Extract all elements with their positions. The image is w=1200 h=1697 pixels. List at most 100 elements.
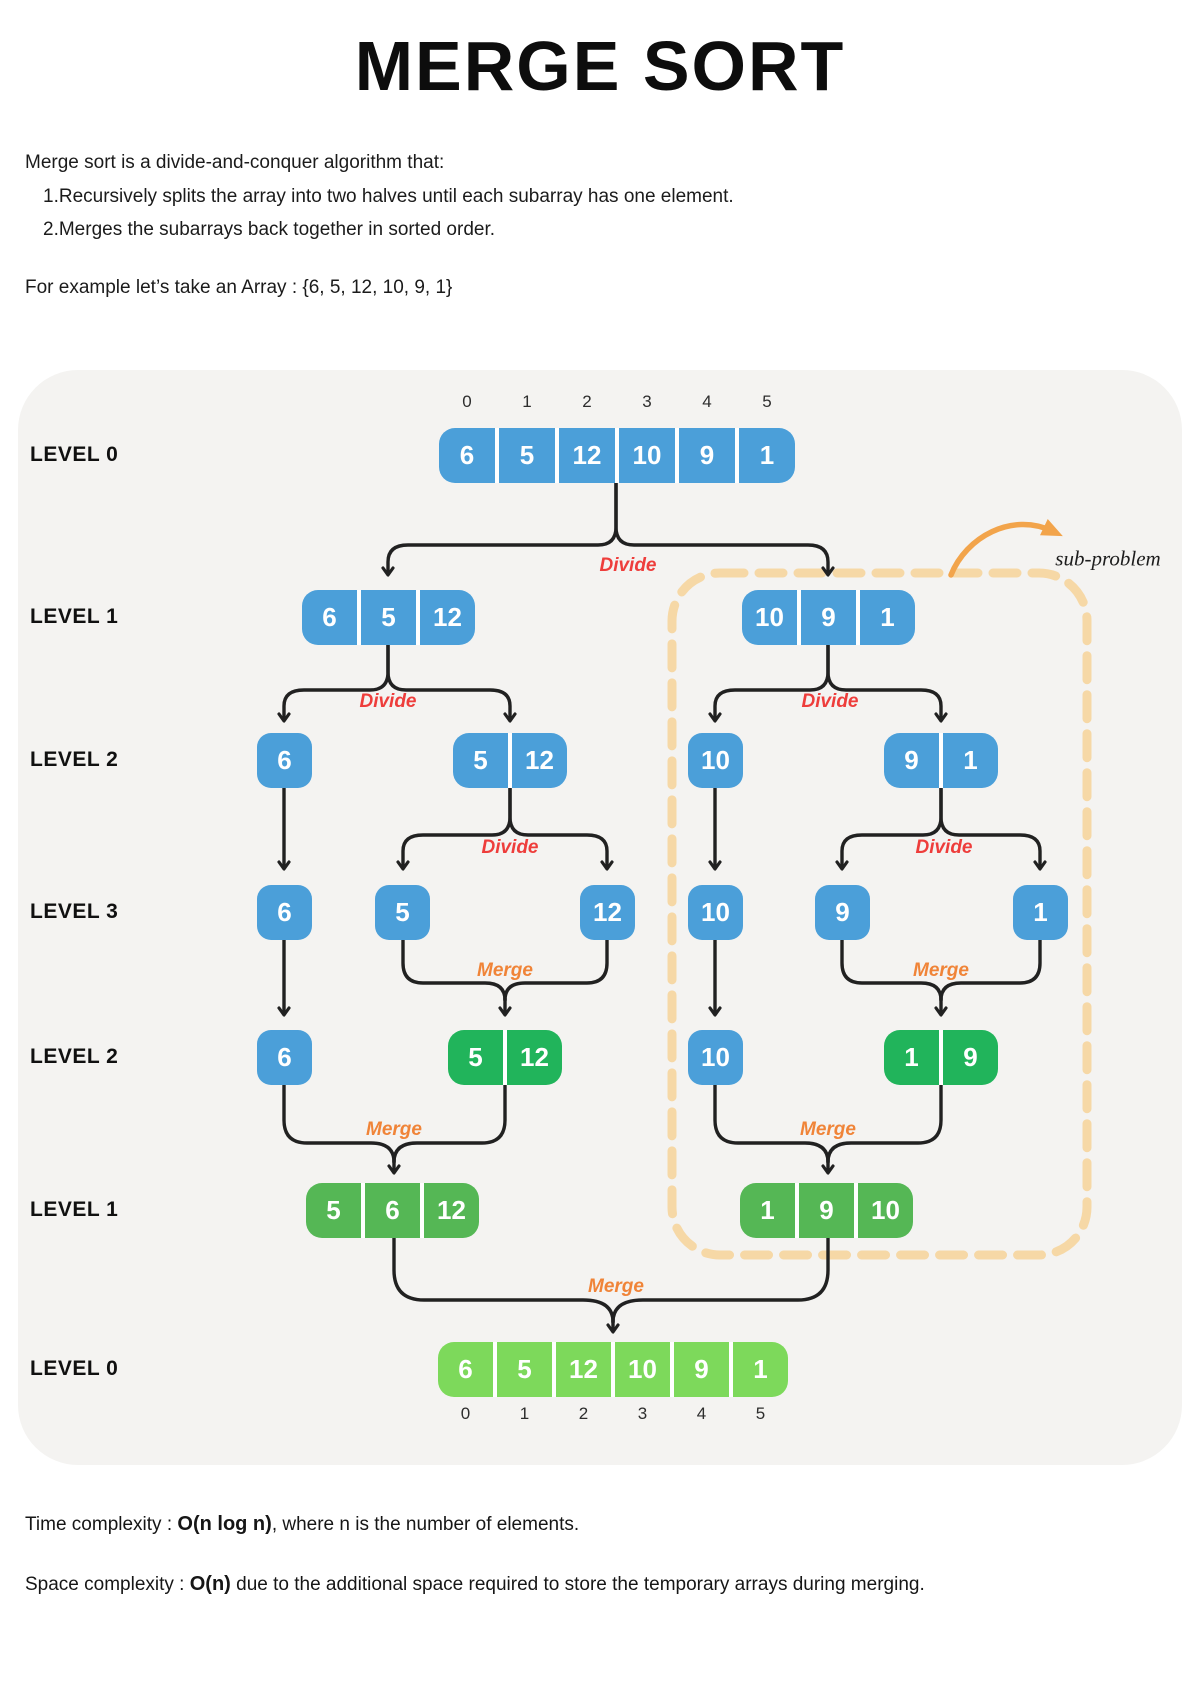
array-cell: 6	[257, 885, 312, 940]
array-m2-ten: 10	[688, 1030, 743, 1085]
example-array-line: For example let’s take an Array : {6, 5,…	[25, 277, 453, 298]
intro-item-1: 1.Recursively splits the array into two …	[43, 186, 734, 207]
array-cell: 6	[257, 733, 312, 788]
divide-label: Divide	[359, 691, 417, 712]
array-cell: 5	[499, 428, 555, 483]
array-cell: 12	[580, 885, 635, 940]
level-label: LEVEL 3	[30, 900, 119, 923]
index-label: 4	[702, 392, 712, 411]
array-cell: 9	[799, 1183, 854, 1238]
array-l3-twelve: 12	[580, 885, 635, 940]
array-cell: 5	[448, 1030, 503, 1085]
array-cell: 10	[619, 428, 675, 483]
space-complexity-label: Space complexity :	[25, 1574, 190, 1595]
index-label: 5	[755, 1404, 766, 1423]
array-cell: 6	[438, 1342, 493, 1397]
array-cell: 10	[615, 1342, 670, 1397]
array-cell: 5	[497, 1342, 552, 1397]
page-title: MERGE SORT	[354, 27, 846, 105]
array-cell: 9	[801, 590, 856, 645]
merge-label: Merge	[366, 1119, 422, 1140]
array-cell: 1	[739, 428, 795, 483]
array-cell: 1	[943, 733, 998, 788]
array-l3-ten: 10	[688, 885, 743, 940]
subproblem-label: sub-problem	[1055, 546, 1161, 571]
index-label: 2	[578, 1404, 589, 1423]
divide-label: Divide	[599, 555, 657, 576]
array-cell: 6	[302, 590, 357, 645]
array-cell: 9	[943, 1030, 998, 1085]
array-cell: 10	[688, 733, 743, 788]
index-label: 1	[519, 1404, 530, 1423]
array-cell: 10	[688, 1030, 743, 1085]
space-complexity-rest: due to the additional space required to …	[230, 1574, 925, 1595]
array-l2-ten: 10	[688, 733, 743, 788]
array-cell: 6	[439, 428, 495, 483]
bottom-index-row: 0 1 2 3 4 5	[438, 1404, 788, 1424]
array-cell: 1	[884, 1030, 939, 1085]
space-complexity-value: O(n)	[189, 1573, 231, 1595]
array-cell: 12	[420, 590, 475, 645]
level-label: LEVEL 0	[30, 1357, 119, 1380]
array-cell: 5	[453, 733, 508, 788]
index-label: 3	[637, 1404, 648, 1423]
level-label: LEVEL 2	[30, 1045, 119, 1068]
array-cell: 6	[365, 1183, 420, 1238]
array-cell: 9	[679, 428, 735, 483]
array-cell: 5	[375, 885, 430, 940]
divide-label: Divide	[481, 837, 539, 858]
array-l3-one: 1	[1013, 885, 1068, 940]
array-cell: 12	[424, 1183, 479, 1238]
index-label: 2	[582, 392, 592, 411]
time-complexity-line: Time complexity : O(n log n), where n is…	[25, 1513, 579, 1536]
index-label: 0	[460, 1404, 471, 1423]
array-cell: 5	[361, 590, 416, 645]
merge-label: Merge	[588, 1276, 644, 1297]
level-label: LEVEL 2	[30, 748, 119, 771]
index-label: 3	[642, 392, 652, 411]
index-label: 0	[462, 392, 472, 411]
merge-label: Merge	[913, 960, 969, 981]
array-cell: 10	[858, 1183, 913, 1238]
array-cell: 10	[742, 590, 797, 645]
space-complexity-line: Space complexity : O(n) due to the addit…	[25, 1573, 925, 1596]
array-l2-six: 6	[257, 733, 312, 788]
array-m2-six: 6	[257, 1030, 312, 1085]
time-complexity-rest: , where n is the number of elements.	[271, 1514, 580, 1535]
index-label: 4	[696, 1404, 707, 1423]
intro-item-2: 2.Merges the subarrays back together in …	[43, 219, 496, 240]
divide-label: Divide	[915, 837, 973, 858]
merge-label: Merge	[477, 960, 533, 981]
array-cell: 9	[815, 885, 870, 940]
array-cell: 12	[559, 428, 615, 483]
array-cell: 1	[740, 1183, 795, 1238]
level-label: LEVEL 1	[30, 605, 119, 628]
level-label: LEVEL 0	[30, 443, 119, 466]
array-cell: 10	[688, 885, 743, 940]
array-cell: 9	[884, 733, 939, 788]
array-l3-five: 5	[375, 885, 430, 940]
level-label: LEVEL 1	[30, 1198, 119, 1221]
array-cell: 1	[1013, 885, 1068, 940]
intro-lead: Merge sort is a divide-and-conquer algor…	[25, 152, 445, 173]
array-cell: 12	[512, 733, 567, 788]
merge-label: Merge	[800, 1119, 856, 1140]
index-label: 1	[522, 392, 532, 411]
array-cell: 5	[306, 1183, 361, 1238]
time-complexity-value: O(n log n)	[177, 1513, 272, 1535]
array-l3-six: 6	[257, 885, 312, 940]
array-cell: 12	[507, 1030, 562, 1085]
divide-label: Divide	[801, 691, 859, 712]
